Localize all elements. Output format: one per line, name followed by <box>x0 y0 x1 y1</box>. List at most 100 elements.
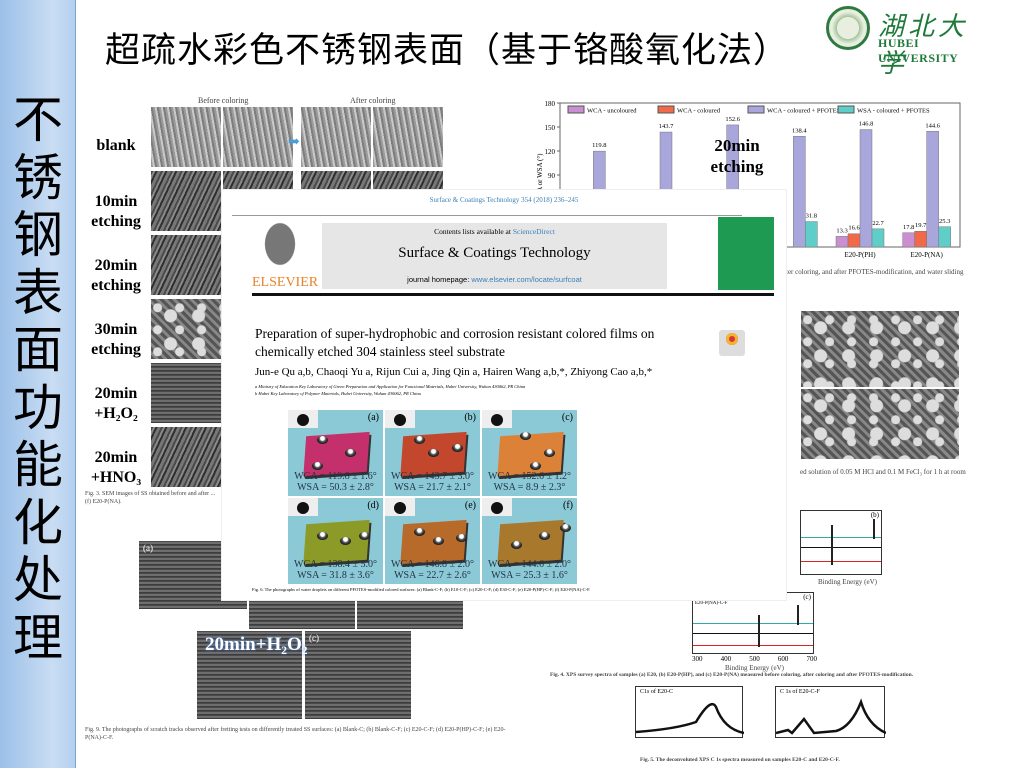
bar-value-label: 138.4 <box>792 127 807 134</box>
droplet-profile-icon <box>482 498 512 516</box>
legend-label: WSA - coloured + PFOTES <box>857 108 930 115</box>
sidebar-char: 锈 <box>13 148 63 207</box>
sem-after-heading: After coloring <box>350 96 396 105</box>
check-for-updates-icon[interactable] <box>719 330 745 356</box>
bar <box>847 233 861 248</box>
sem-image-right-top <box>800 310 960 388</box>
logo-english-name: HUBEI UNIVERSITY <box>878 36 959 65</box>
droplet-photo: (d)WCA = 138.4 ± 5.0°WSA = 31.8 ± 3.6° <box>288 498 383 584</box>
wsa-value: WSA = 50.3 ± 2.8° <box>297 482 374 493</box>
xps-b-xlabel: Binding Energy (eV) <box>818 578 877 586</box>
bar <box>793 136 806 248</box>
water-droplet-icon <box>427 448 439 457</box>
legend-label: WCA - coloured + PFOTES <box>767 108 841 115</box>
homepage-line: journal homepage: www.elsevier.com/locat… <box>322 275 667 284</box>
water-droplet-photos: (a)WCA = 119.8 ± 1.6°WSA = 50.3 ± 2.8°(b… <box>288 410 578 585</box>
tick: 500 <box>749 655 760 663</box>
sciencedirect-link[interactable]: ScienceDirect <box>512 227 555 236</box>
wsa-value: WSA = 31.8 ± 3.6° <box>297 570 374 581</box>
droplet-photo: (e)WCA = 146.8 ± 2.0°WSA = 22.7 ± 2.6° <box>385 498 480 584</box>
water-droplet-icon <box>413 528 425 537</box>
sem-label-line1: blank <box>96 137 136 154</box>
wsa-value: WSA = 22.7 ± 2.6° <box>394 570 471 581</box>
water-droplet-icon <box>510 541 522 549</box>
legend-swatch <box>747 105 765 114</box>
sem-label-line2: etching <box>91 341 141 358</box>
scratch-a-label: (a) <box>143 543 153 553</box>
x-category-label: E20-P(PH) <box>844 251 876 259</box>
sidebar-char: 能 <box>13 436 63 494</box>
fig3-caption: Fig. 3. SEM images of SS obtained before… <box>85 491 216 505</box>
photo-values: WCA = 146.8 ± 2.0°WSA = 22.7 ± 2.6° <box>385 559 480 581</box>
sidebar-char: 钢 <box>13 206 63 264</box>
bar <box>938 226 951 248</box>
sidebar-vertical-title: 不锈钢表面功能化处理 <box>0 91 76 667</box>
paper-authors: Jun-e Qu a,b, Chaoqi Yu a, Rijun Cui a, … <box>255 366 653 378</box>
sem-row-label: 20min etching <box>84 256 148 296</box>
hubei-university-logo: 湖北大学 HUBEI UNIVERSITY <box>826 4 996 79</box>
sem-label-line1: 20min <box>94 257 138 274</box>
homepage-link[interactable]: www.elsevier.com/locate/surfcoat <box>471 275 582 284</box>
journal-cover-image <box>718 217 774 290</box>
fig4-caption: Fig. 4. XPS survey spectra of samples (a… <box>550 672 914 678</box>
water-droplet-icon <box>359 532 371 541</box>
chart-overlay-label: 20min etching <box>707 135 767 177</box>
scratch-overlay-label: 20min+H₂O₂ <box>205 634 308 655</box>
sem-image <box>150 170 222 232</box>
sem-image <box>150 426 222 488</box>
xps-legend-2: E20-P(NA)-C-F <box>695 601 728 606</box>
sem-label-line1: 10min <box>94 193 138 210</box>
elsevier-logo-text: ELSEVIER <box>252 275 319 290</box>
affiliation-a: a Ministry of Education Key Laboratory o… <box>255 384 526 389</box>
xps-spectrum-b: (b) <box>800 510 882 575</box>
wca-value: WCA = 146.8 ± 2.0° <box>391 559 474 570</box>
bar <box>835 236 849 248</box>
sem-image <box>150 298 222 360</box>
sem-image <box>150 362 222 424</box>
logo-chinese-name: 湖北大学 <box>878 12 969 79</box>
university-seal-icon <box>826 6 870 50</box>
y-tick-label: 120 <box>545 148 556 156</box>
scratch-c-label: (c) <box>309 633 319 643</box>
legend-swatch <box>657 105 675 114</box>
sem-before-heading: Before coloring <box>198 96 249 105</box>
droplet-profile-icon <box>385 410 415 428</box>
sem-row-label: blank <box>84 136 148 156</box>
sem-label-line2: etching <box>91 213 141 230</box>
bar <box>902 232 915 248</box>
sidebar-char: 表 <box>13 263 63 322</box>
chart-overlay-line2: etching <box>710 157 764 176</box>
bar <box>805 221 818 248</box>
photo-values: WCA = 138.4 ± 5.0°WSA = 31.8 ± 3.6° <box>288 559 383 581</box>
journal-banner: Contents lists available at ScienceDirec… <box>322 223 667 289</box>
elsevier-tree-logo-icon <box>254 220 306 280</box>
sem-label-line2: etching <box>91 277 141 294</box>
sem-row-label: 20min+HNO₃ <box>84 448 148 488</box>
y-tick-label: 180 <box>545 100 556 108</box>
scratch-image-c <box>356 598 464 630</box>
photo-letter: (f) <box>563 500 573 511</box>
water-droplet-icon <box>311 461 323 470</box>
water-droplet-icon <box>539 532 550 541</box>
droplet-photo: (f)WCA = 144.6 ± 2.0°WSA = 25.3 ± 1.6° <box>482 498 577 584</box>
fig6-caption: Fig. 6. The photographs of water droplet… <box>252 587 591 592</box>
bar <box>926 131 939 248</box>
sidebar-char: 化 <box>13 493 63 552</box>
wsa-value: WSA = 8.9 ± 2.3° <box>493 482 566 493</box>
water-droplet-icon <box>451 444 463 453</box>
arrow-icon: ➡ <box>288 135 300 150</box>
colored-plate <box>303 519 370 564</box>
fig5-caption: Fig. 5. The deconvoluted XPS C 1s spectr… <box>640 757 840 763</box>
chart-caption: ter coloring, and after PFOTES-modificat… <box>786 268 964 276</box>
photo-letter: (c) <box>561 412 573 423</box>
wca-value: WCA = 144.6 ± 2.0° <box>488 559 571 570</box>
bar <box>871 228 885 248</box>
paper-title: Preparation of super-hydrophobic and cor… <box>255 326 655 359</box>
xps-c-label: (c) <box>803 593 811 601</box>
sidebar <box>0 0 76 768</box>
water-droplet-icon <box>345 448 356 457</box>
tick: 700 <box>806 655 818 663</box>
y-tick-label: 150 <box>545 124 556 132</box>
tick: 300 <box>692 655 703 663</box>
water-droplet-icon <box>559 523 571 532</box>
